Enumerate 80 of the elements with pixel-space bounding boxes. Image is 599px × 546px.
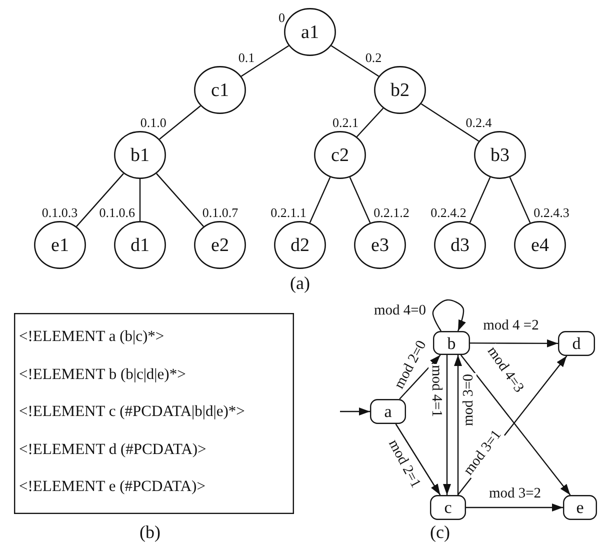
tree-node-circle (314, 131, 366, 179)
tree-edge (139, 179, 141, 221)
node-label: e2 (211, 236, 229, 254)
transition-arrow (399, 354, 441, 400)
tree-node-circle (474, 131, 526, 179)
tree-node-circle (284, 8, 336, 56)
node-label: b3 (490, 146, 510, 164)
dtd-declaration: <!ELEMENT e (#PCDATA)> (19, 478, 206, 496)
tree-node-circle (354, 221, 406, 269)
tree-node-circle (194, 221, 246, 269)
node-label: e (576, 499, 584, 516)
node-label: b2 (390, 80, 410, 100)
node-label: b1 (130, 146, 150, 164)
state-box (433, 331, 470, 355)
tree-edge (356, 108, 384, 138)
node-label: e3 (371, 236, 389, 254)
node-label: c (444, 499, 452, 516)
path-label: 0.1 (238, 50, 255, 64)
path-label: 0.2 (365, 50, 382, 64)
path-label: 0 (278, 10, 285, 25)
subfigure-caption: (a) (290, 273, 310, 293)
path-label: 0.2.4.3 (534, 204, 570, 220)
transition-arrow (454, 355, 462, 495)
tree-node-circle (194, 66, 246, 114)
transition-arrow (470, 339, 558, 348)
node-label: d (572, 335, 581, 352)
tree-edge (309, 176, 331, 224)
tree-node-circle (34, 221, 86, 269)
tree-edge (331, 45, 379, 77)
subfigure-caption: (b) (140, 522, 160, 542)
node-label: d1 (130, 236, 150, 254)
node-label: d2 (290, 236, 310, 254)
transition-arrow (340, 408, 370, 416)
dtd-text-box (14, 313, 294, 514)
path-label: 0.2.4 (466, 114, 492, 130)
transition-arrow (443, 355, 451, 495)
node-label: a (384, 403, 392, 420)
node-label: c1 (211, 80, 229, 100)
node-label: d3 (450, 236, 470, 254)
path-label: 0.2.1.2 (374, 204, 410, 220)
state-box (430, 495, 466, 520)
tree-node-circle (114, 131, 166, 179)
path-label: 0.1.0.7 (202, 204, 238, 220)
path-label: 0.1.0.3 (42, 204, 78, 220)
tree-edge (349, 176, 371, 224)
transition-arrow (395, 424, 441, 496)
tree-node-circle (114, 221, 166, 269)
edge-label: mod 4=1 (428, 364, 444, 418)
tree-node-circle (514, 221, 566, 269)
state-box (370, 399, 406, 424)
tree-edge (156, 173, 204, 227)
tree-edge (241, 45, 289, 77)
tree-edge (76, 173, 124, 227)
tree-edge (420, 103, 480, 142)
tree-node-circle (374, 66, 426, 114)
dtd-declaration: <!ELEMENT b (b|c|d|e)*> (19, 366, 186, 384)
path-label: 0.1.0 (140, 114, 166, 130)
tree-edge (159, 105, 201, 140)
node-label: b (447, 334, 456, 352)
node-label: e1 (51, 236, 69, 254)
subfigure-caption: (c) (430, 522, 450, 542)
path-label: 0.2.4.2 (430, 204, 466, 220)
state-box (563, 495, 597, 520)
path-label: 0.1.0.6 (99, 204, 135, 220)
dtd-declaration: <!ELEMENT d (#PCDATA)> (19, 440, 206, 458)
transition-arrow (432, 299, 466, 332)
tree-edge (469, 176, 491, 224)
transition-arrow (466, 504, 563, 512)
tree-edge (509, 176, 531, 224)
tree-node-circle (274, 221, 326, 269)
node-label: c2 (331, 146, 349, 164)
node-label: a1 (301, 22, 319, 42)
path-label: 0.2.1.1 (270, 204, 306, 220)
node-label: e4 (531, 236, 549, 254)
path-label: 0.2.1 (332, 114, 359, 130)
tree-node-circle (434, 221, 486, 269)
edge-label: mod 3=0 (462, 372, 476, 428)
dtd-declaration: <!ELEMENT a (b|c)*> (19, 328, 164, 346)
state-box (558, 331, 595, 356)
dtd-declaration: <!ELEMENT c (#PCDATA|b|d|e)*> (19, 403, 245, 421)
